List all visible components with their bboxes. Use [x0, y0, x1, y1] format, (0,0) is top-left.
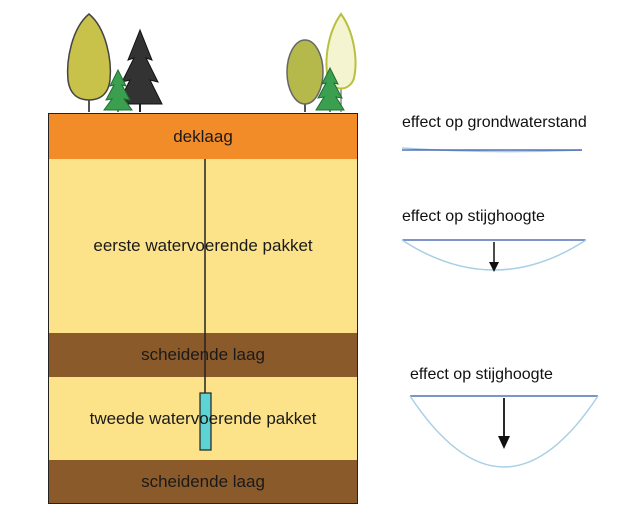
drawdown-arrow-icon [489, 242, 499, 272]
effect-stijghoogte-2-label: effect op stijghoogte [410, 366, 553, 383]
layer-aquitard-lower-label: scheidende laag [141, 471, 265, 491]
effect-stijghoogte-1-label: effect op stijghoogte [402, 208, 545, 225]
deciduous-tree-icon [66, 13, 112, 112]
conifer-tree-icon [117, 28, 163, 112]
layer-second-aquifer-label: tweede watervoerende pakket [89, 408, 317, 428]
layer-aquitard-upper-label: scheidende laag [141, 345, 265, 364]
drawdown-curve-grondwaterstand [401, 147, 583, 153]
small-pine-icon [315, 66, 345, 112]
drawdown-curve-stijghoogte-2 [409, 395, 599, 468]
layer-first-aquifer-label: eerste watervoerende pakket [93, 236, 313, 255]
effect-grondwaterstand-label: effect op grondwaterstand [402, 114, 587, 131]
layer-aquitard-upper: scheidende laag [48, 333, 358, 377]
layer-deklaag-label: deklaag [173, 126, 233, 146]
well-filter-icon [199, 392, 212, 451]
deciduous-tree-icon [286, 39, 324, 112]
drawdown-arrow-icon [498, 398, 510, 449]
layer-first-aquifer: eerste watervoerende pakket [48, 159, 358, 333]
small-pine-icon [103, 68, 133, 112]
layer-deklaag: deklaag [48, 113, 358, 159]
layer-aquitard-lower: scheidende laag [48, 460, 358, 504]
